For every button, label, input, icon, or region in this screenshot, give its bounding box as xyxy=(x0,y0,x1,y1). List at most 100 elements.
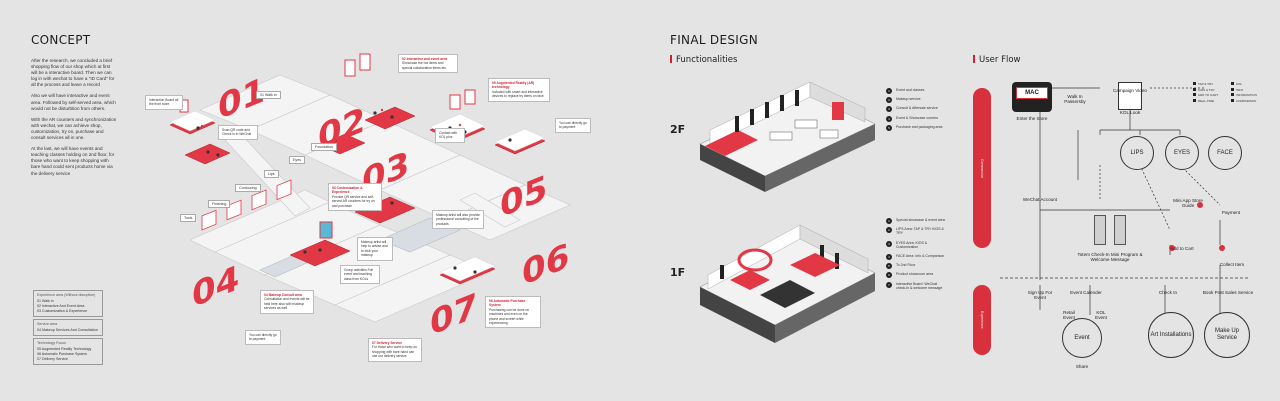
totem-node xyxy=(1114,215,1126,245)
note-body: For those who want to keep on shopping w… xyxy=(372,345,418,359)
plan-note: Makeup artist will also provide professi… xyxy=(432,210,484,230)
legend-item: 04 Makeup Services And Consultation xyxy=(37,328,98,332)
flow-label: KOL Event xyxy=(1095,310,1107,321)
plan-note: 05 Augmented Reality (AR) technology Inc… xyxy=(488,78,550,102)
number-badge: 1 xyxy=(886,218,892,224)
experience-band: Experience xyxy=(973,285,991,355)
functionality-item: 6 Product showroom area xyxy=(886,272,948,279)
plan-note: You can directly go to payment xyxy=(245,330,281,345)
number-badge: 4 xyxy=(886,115,892,122)
legend-group: Service area 04 Makeup Services And Cons… xyxy=(33,319,103,336)
legend-item: 01 Walk in xyxy=(37,299,54,303)
functionality-label: Product showroom area xyxy=(896,272,934,277)
concept-paragraph: After the research, we concluded a brief… xyxy=(31,58,115,88)
flow-label: Event Calender xyxy=(1070,290,1102,295)
plan-note: Scan QR code and Check in in WeChat xyxy=(218,125,258,140)
flow-label: Add to Cart xyxy=(1170,246,1194,251)
key-label: REAL-TIME xyxy=(1198,98,1215,103)
final-design-title: FINAL DESIGN xyxy=(670,33,758,47)
category-tag: Tools xyxy=(180,214,197,222)
category-tag: Eyes xyxy=(289,156,305,164)
plan-note: Group activities Full event and teaching… xyxy=(340,265,380,285)
plan-note: 03 Customization & Experience Provide QR… xyxy=(328,183,382,212)
flow-label: Check In xyxy=(1158,290,1178,295)
plan-note: 04 Makeup Consult area Consultation and … xyxy=(260,290,314,314)
functionality-label: Event & Showcase corners xyxy=(896,115,939,120)
flow-label: Totem Check-In Mini Program & Welcome Me… xyxy=(1077,252,1143,263)
totem-node xyxy=(1094,215,1106,245)
number-badge: 1 xyxy=(886,88,892,94)
floor-label-1f: 1F xyxy=(670,266,686,279)
flow-label: WeChat Account xyxy=(1022,197,1058,202)
note-body: Showcase the hot items and special colla… xyxy=(402,61,447,70)
number-badge: 5 xyxy=(886,124,892,131)
key-label: KOL xyxy=(1236,82,1243,86)
key-label: TAP & TRY xyxy=(1198,82,1214,86)
area-legend: Experience area (Without disruption) 01 … xyxy=(33,290,103,367)
note-body: Consultation and events will be held her… xyxy=(264,297,310,311)
functionalities-heading: Functionalities xyxy=(670,55,737,65)
legend-item: 07 Delivery Service xyxy=(37,357,68,361)
mac-logo-badge: MAC xyxy=(1016,87,1048,99)
legend-group-title: Technology Focus xyxy=(37,341,66,345)
commercial-band: Commercial xyxy=(973,88,991,248)
store-kiosk-node: MAC xyxy=(1012,82,1052,112)
flow-label: Retail Event xyxy=(1063,310,1075,321)
number-badge: 3 xyxy=(886,106,892,113)
display-screen xyxy=(344,59,356,77)
functionality-item: 3 Consult & Aftersale service xyxy=(886,106,948,113)
functionality-label: Purchase and packaging area xyxy=(896,124,943,129)
concept-title: CONCEPT xyxy=(31,33,91,47)
legend-group: Experience area (Without disruption) 01 … xyxy=(33,290,103,317)
functionality-item: 1 Event and classes xyxy=(886,88,948,94)
face-node: FACE xyxy=(1208,136,1242,170)
functionality-label: FACE Area: Info & Comparison xyxy=(896,254,945,259)
flow-label: Collect Item xyxy=(1219,262,1245,267)
functionality-label: Event and classes xyxy=(896,88,925,92)
number-badge: 6 xyxy=(886,272,892,279)
flow-label: Share xyxy=(1075,364,1089,369)
key-label: INFORMATION xyxy=(1236,93,1257,98)
flow-label: KOL Look xyxy=(1119,110,1141,115)
lips-node: LIPS xyxy=(1120,136,1154,170)
legend-group-title: Experience area (Without disruption) xyxy=(37,293,96,297)
note-body: Provide QR service and self-served AR co… xyxy=(332,194,375,208)
note-title: 04 Makeup Consult area xyxy=(264,293,302,297)
note-title: 07 Delivery Service xyxy=(372,341,403,345)
user-flow-connectors xyxy=(1000,87,1250,315)
functionality-label: Consult & Aftersale service xyxy=(896,106,938,111)
category-kiosk xyxy=(251,189,267,211)
walk-in-tag: 01 Walk in xyxy=(256,91,281,99)
note-body: Purchasing can be done on machines and e… xyxy=(489,307,530,326)
note-title: 02 Interactive and event area xyxy=(402,57,448,61)
key-row: REAL-TIME COMPARISON xyxy=(1193,98,1269,105)
legend-group-title: Service area xyxy=(37,322,58,326)
flow-label: Walk In Passersby xyxy=(1064,94,1086,105)
key-label: COMPARISON xyxy=(1236,98,1257,103)
event-node: Event xyxy=(1062,318,1102,358)
flow-label: Book Post Sales Service xyxy=(1202,290,1254,295)
category-tag: Contouring xyxy=(235,184,261,192)
category-kiosk xyxy=(276,179,292,201)
category-kiosk xyxy=(201,209,217,231)
concept-description: After the research, we concluded a brief… xyxy=(31,58,117,182)
key-row: TAP & TRY KOL xyxy=(1193,82,1269,88)
zone-platform xyxy=(184,143,231,165)
flow-label: Sign Up For Event xyxy=(1027,290,1053,301)
eyes-node: EYES xyxy=(1165,136,1199,170)
note-title: 05 Augmented Reality (AR) technology xyxy=(492,81,535,90)
flow-label: Payment xyxy=(1221,210,1241,215)
functionality-label: LIPS Area: TAP & TRY KIOS & TRY xyxy=(896,227,944,236)
number-badge: 2 xyxy=(886,97,892,104)
functionality-label: To 2nd Floor xyxy=(896,263,916,268)
floor-label-2f: 2F xyxy=(670,123,686,136)
campaign-screen-node xyxy=(1118,82,1142,110)
display-screen xyxy=(464,89,476,105)
